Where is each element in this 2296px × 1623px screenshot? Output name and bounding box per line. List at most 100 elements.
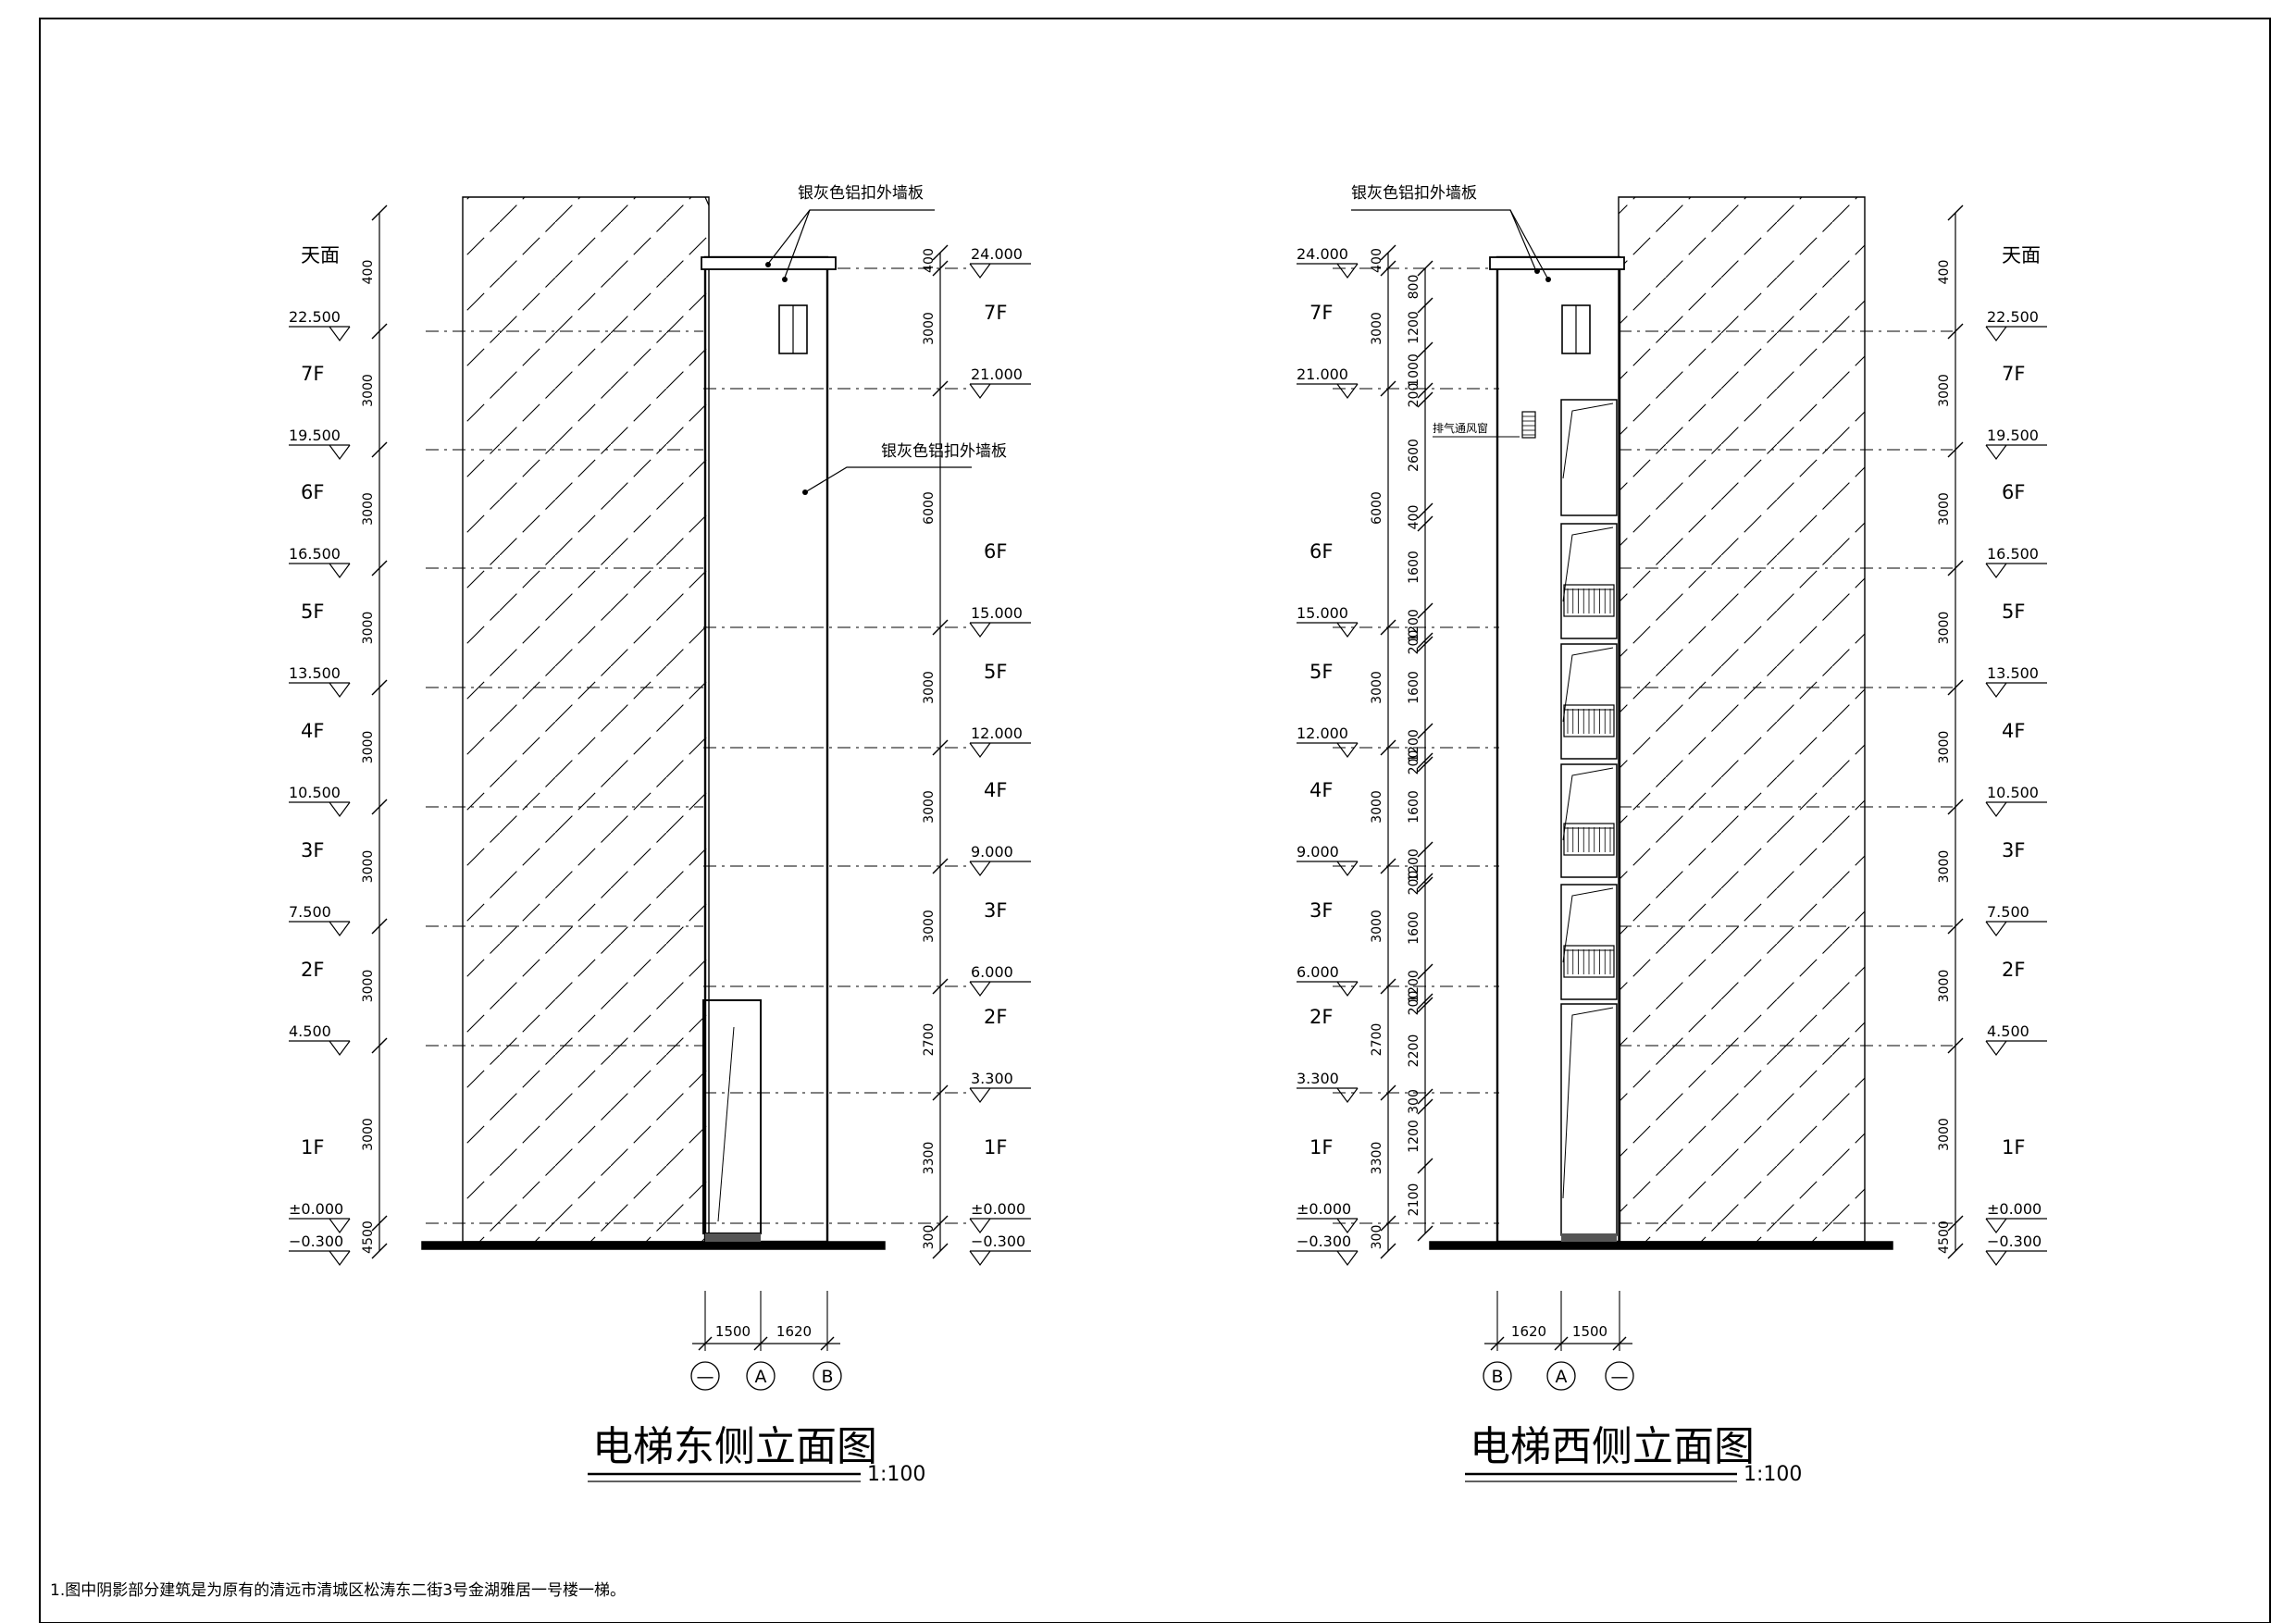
entrance-step (705, 1233, 761, 1242)
east-left-floor-label: 2F (301, 959, 324, 981)
east-right-floor-label: 4F (984, 779, 1007, 801)
stair-window-3-sash (1562, 887, 1614, 963)
west-right-level-7-symbol (1985, 1218, 2007, 1234)
east-left-level-7-elev: ±0.000 (289, 1200, 343, 1218)
west-right-level-5-symbol (1985, 921, 2007, 937)
west-right-level-1-elev: 19.500 (1987, 427, 2039, 444)
east-right-floor-label: 6F (984, 540, 1007, 563)
east-left-floor-label: 5F (301, 601, 324, 623)
west-left-floor-label: 3F (1309, 899, 1333, 922)
east-right-floor-label: 3F (984, 899, 1007, 922)
note-mid-dot (802, 489, 808, 495)
west-left-level-4-elev: 9.000 (1297, 843, 1339, 861)
west-inner-dims-value: 2600 (1407, 439, 1421, 472)
west-right-level-6-symbol (1985, 1040, 2007, 1057)
east-left-level-6-elev: 4.500 (289, 1022, 331, 1040)
east-left-level-4-symbol (329, 801, 351, 818)
west-inner-dims-value: 1600 (1407, 790, 1421, 824)
stair-window-7f (1560, 399, 1618, 516)
west-outer-dims-value: 3000 (1370, 312, 1384, 345)
east-left-dims-tick-7 (371, 1037, 388, 1054)
west-right-level-0-symbol (1985, 326, 2007, 342)
bottom-dim-tick-2 (1612, 1336, 1627, 1351)
west-right-ground-symbol (1985, 1250, 2007, 1267)
east-right-dims-tick-7 (932, 1084, 949, 1101)
west-outer-dims-tick-6 (1380, 978, 1396, 995)
west-scale: 1:100 (1744, 1463, 1802, 1486)
west-axis-0-circle (1483, 1361, 1512, 1391)
west-right-dims-tick-8 (1947, 1215, 1964, 1232)
east-left-level-4-elev: 10.500 (289, 784, 341, 801)
east-left-dims-tick-6 (371, 918, 388, 935)
west-inner-dims-tick-7 (1417, 602, 1433, 619)
balcony-railing-1 (1563, 704, 1615, 737)
west-inner-dims-tick-11 (1417, 752, 1433, 769)
east-right-level-3-elev: 12.000 (971, 725, 1023, 742)
footnote: 1.图中阴影部分建筑是为原有的清远市清城区松涛东二街3号金湖雅居一号楼一梯。 (50, 1581, 626, 1600)
east-right-dims-tick-2 (932, 380, 949, 397)
west-left-level-0-symbol (1336, 263, 1359, 279)
west-left-level-3-elev: 12.000 (1297, 725, 1348, 742)
east-left-floor-label: 4F (301, 720, 324, 742)
existing-building-hatch (1618, 196, 1866, 1243)
west-right-dims-tick-5 (1947, 799, 1964, 815)
east-right-level-1-symbol (969, 383, 991, 400)
west-inner-dims-value: 1600 (1407, 671, 1421, 704)
west-right-dims-value: 3000 (1937, 492, 1952, 526)
east-axis-1-circle (746, 1361, 776, 1391)
west-outer-dims-value: 3000 (1370, 910, 1384, 943)
west-bottom-dim: 1620 (1511, 1323, 1546, 1340)
west-outer-dims-value: 6000 (1370, 491, 1384, 525)
west-right-dims-value: 4500 (1937, 1220, 1952, 1254)
west-inner-dims-value: 1200 (1407, 729, 1421, 762)
east-right-dims-value: 2700 (922, 1023, 937, 1057)
east-left-dims-value: 3000 (361, 1118, 376, 1151)
west-axis-1-circle (1546, 1361, 1576, 1391)
west-inner-dims-value: 1200 (1407, 849, 1421, 882)
west-inner-dims-value: 200 (1407, 871, 1421, 896)
west-left-floor-label: 1F (1309, 1136, 1333, 1158)
west-outer-dims-tick-7 (1380, 1084, 1396, 1101)
stair-window-2-sash (1562, 767, 1614, 841)
east-left-level-5-symbol (329, 921, 351, 937)
west-outer-dims-value: 3300 (1370, 1142, 1384, 1175)
east-right-dims-tick-4 (932, 739, 949, 756)
west-left-level-2-elev: 15.000 (1297, 604, 1348, 622)
west-inner-dims-tick-1 (1417, 297, 1433, 314)
west-inner-dims-tick-17 (1417, 993, 1433, 1010)
east-right-dims-value: 400 (922, 248, 937, 273)
west-right-dims-tick-9 (1947, 1243, 1964, 1259)
east-left-dims-value: 3000 (361, 612, 376, 645)
west-inner-dims-tick-6 (1417, 515, 1433, 532)
east-right-dims-value: 300 (922, 1225, 937, 1250)
east-left-floor-label: 3F (301, 839, 324, 861)
east-right-dims-tick-0 (932, 244, 949, 261)
west-vent-label: 排气通风窗 (1433, 421, 1488, 435)
east-right-level-3-symbol (969, 742, 991, 759)
east-left-dims-tick-2 (371, 441, 388, 458)
west-right-level-1-symbol (1985, 444, 2007, 461)
west-right-level-6-elev: 4.500 (1987, 1022, 2029, 1040)
east-right-dims-tick-8 (932, 1215, 949, 1232)
west-inner-dims-value: 300 (1407, 1089, 1421, 1114)
west-right-floor-label: 4F (2002, 720, 2025, 742)
east-left-dims-tick-3 (371, 560, 388, 576)
shaft-roof-coping (1489, 256, 1625, 270)
west-inner-dims-tick-12 (1417, 756, 1433, 773)
west-inner-dims-tick-0 (1417, 260, 1433, 277)
east-axis-0-circle (690, 1361, 720, 1391)
note-top-dot (1534, 268, 1540, 274)
east-left-dims-tick-9 (371, 1243, 388, 1259)
west-inner-dims-value: 1200 (1407, 1120, 1421, 1153)
east-left-floor-label: 7F (301, 363, 324, 385)
balcony-railing-0 (1563, 584, 1615, 617)
east-note-mid: 银灰色铝扣外墙板 (881, 442, 1007, 461)
west-right-dims-value: 3000 (1937, 850, 1952, 884)
west-axis-2-label: — (1611, 1367, 1629, 1387)
west-outer-dims-tick-5 (1380, 858, 1396, 874)
east-right-level-4-symbol (969, 861, 991, 877)
east-left-dims-tick-0 (371, 204, 388, 221)
east-left-dims-tick-1 (371, 323, 388, 340)
east-right-floor-label: 5F (984, 661, 1007, 683)
west-left-floor-label: 5F (1309, 661, 1333, 683)
